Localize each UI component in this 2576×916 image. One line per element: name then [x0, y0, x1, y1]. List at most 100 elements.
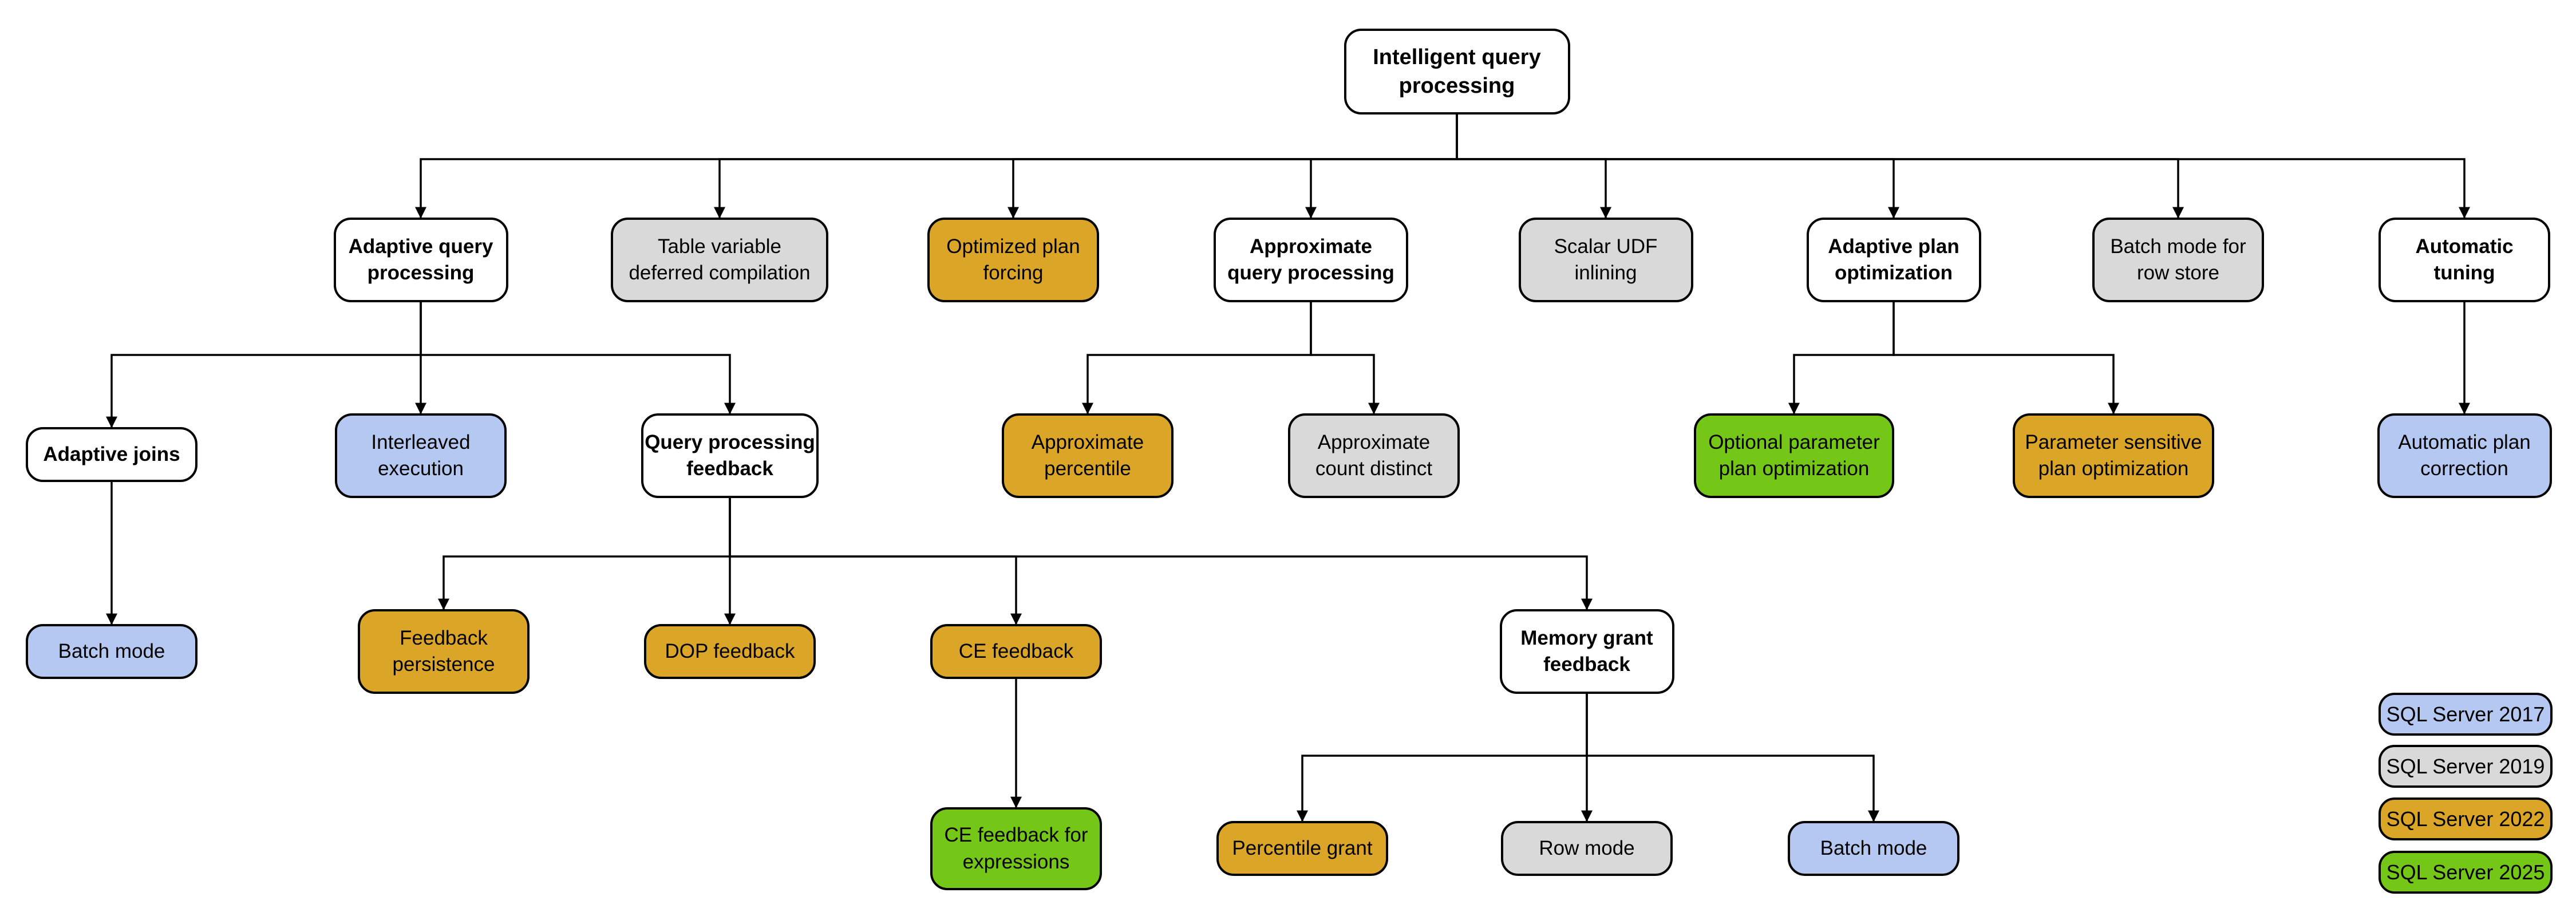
connector-query-processing-feedback-to-feedback-persistence: [438, 498, 731, 610]
node-label-line: Query processing: [645, 431, 815, 453]
node-label-line: processing: [1398, 74, 1515, 98]
legend-label: SQL Server 2025: [2386, 860, 2545, 884]
legend-label: SQL Server 2017: [2386, 702, 2545, 726]
node-interleaved-execution: Interleaved execution: [335, 413, 507, 498]
legend-sql-server-2022: SQL Server 2022: [2379, 797, 2553, 840]
node-optional-parameter-plan-optimization: Optional parameter plan optimization: [1694, 413, 1894, 498]
connector-intelligent-query-processing-to-batch-mode-for-row-store: [1456, 114, 2184, 219]
node-label-line: Interleaved: [371, 431, 471, 453]
node-label-line: optimization: [1834, 262, 1953, 284]
connector-memory-grant-feedback-to-batch-mode-memory-grant: [1586, 694, 1879, 822]
node-label-line: deferred compilation: [629, 262, 811, 284]
node-label-line: row store: [2137, 262, 2219, 284]
node-label-line: Batch mode for: [2110, 235, 2246, 258]
node-label-line: Row mode: [1539, 836, 1635, 859]
node-automatic-tuning: Automatic tuning: [2379, 218, 2550, 302]
node-approximate-count-distinct: Approximate count distinct: [1288, 413, 1460, 498]
node-ce-feedback: CE feedback: [930, 624, 1102, 679]
node-label-line: inlining: [1574, 262, 1637, 284]
node-label-line: execution: [378, 457, 464, 480]
connector-approximate-query-processing-to-approximate-count-distinct: [1310, 302, 1380, 414]
node-adaptive-joins: Adaptive joins: [26, 427, 197, 482]
node-label-line: Automatic plan: [2398, 431, 2531, 453]
node-label-line: forcing: [983, 262, 1044, 284]
node-intelligent-query-processing: Intelligent query processing: [1344, 29, 1570, 114]
connector-query-processing-feedback-to-ce-feedback: [729, 498, 1022, 625]
node-label-line: Parameter sensitive: [2025, 431, 2202, 453]
connector-intelligent-query-processing-to-scalar-udf-inlining: [1456, 114, 1611, 219]
node-label-line: Optional parameter: [1708, 431, 1880, 453]
node-batch-mode-adaptive-joins: Batch mode: [26, 624, 197, 679]
node-label-line: Automatic: [2415, 235, 2514, 258]
connector-memory-grant-feedback-to-percentile-grant: [1297, 694, 1588, 822]
node-percentile-grant: Percentile grant: [1216, 821, 1388, 876]
node-automatic-plan-correction: Automatic plan correction: [2377, 413, 2552, 498]
node-batch-mode-memory-grant: Batch mode: [1788, 821, 1959, 876]
node-approximate-query-processing: Approximate query processing: [1214, 218, 1408, 302]
connector-intelligent-query-processing-to-table-variable-deferred-compilation: [714, 114, 1458, 219]
legend-sql-server-2017: SQL Server 2017: [2379, 693, 2553, 736]
node-label-line: Adaptive plan: [1828, 235, 1959, 258]
node-label-line: Optimized plan: [946, 235, 1080, 258]
node-label-line: Adaptive joins: [43, 443, 180, 465]
connector-intelligent-query-processing-to-optimized-plan-forcing: [1008, 114, 1458, 219]
node-label-line: Feedback: [400, 626, 488, 649]
connector-adaptive-plan-optimization-to-optional-parameter-plan-optimization: [1788, 302, 1895, 414]
node-table-variable-deferred-compilation: Table variable deferred compilation: [611, 218, 828, 302]
node-optimized-plan-forcing: Optimized plan forcing: [927, 218, 1099, 302]
connector-approximate-query-processing-to-approximate-percentile: [1082, 302, 1312, 414]
node-dop-feedback: DOP feedback: [644, 624, 816, 679]
node-memory-grant-feedback: Memory grant feedback: [1499, 609, 1674, 694]
node-label-line: Table variable: [658, 235, 781, 258]
node-batch-mode-for-row-store: Batch mode for row store: [2092, 218, 2264, 302]
node-label-line: count distinct: [1315, 457, 1433, 480]
node-parameter-sensitive-plan-optimization: Parameter sensitive plan optimization: [2013, 413, 2214, 498]
node-label-line: Approximate: [1250, 235, 1372, 258]
legend-label: SQL Server 2019: [2386, 754, 2545, 778]
node-scalar-udf-inlining: Scalar UDF inlining: [1518, 218, 1693, 302]
legend-label: SQL Server 2022: [2386, 807, 2545, 831]
node-label-line: Scalar UDF: [1554, 235, 1658, 258]
node-label-line: plan optimization: [1718, 457, 1870, 480]
connector-intelligent-query-processing-to-adaptive-query-processing: [415, 114, 1458, 219]
node-label-line: feedback: [1543, 653, 1630, 676]
node-label-line: persistence: [392, 653, 495, 676]
node-label-line: processing: [367, 262, 475, 284]
legend-sql-server-2025: SQL Server 2025: [2379, 851, 2553, 894]
node-label-line: tuning: [2433, 262, 2495, 284]
node-approximate-percentile: Approximate percentile: [1002, 413, 1174, 498]
node-label-line: expressions: [962, 850, 1070, 873]
legend-sql-server-2019: SQL Server 2019: [2379, 745, 2553, 788]
node-ce-feedback-for-expressions: CE feedback for expressions: [930, 807, 1102, 890]
connector-adaptive-query-processing-to-adaptive-joins: [106, 302, 422, 428]
connector-edges: [106, 114, 2470, 822]
node-label-line: Percentile grant: [1232, 836, 1373, 859]
node-adaptive-plan-optimization: Adaptive plan optimization: [1806, 218, 1981, 302]
connector-adaptive-plan-optimization-to-parameter-sensitive-plan-optimization: [1893, 302, 2119, 414]
node-label-line: Batch mode: [58, 639, 165, 662]
node-label-line: feedback: [686, 457, 773, 480]
node-label-line: Batch mode: [1820, 836, 1927, 859]
node-label-line: CE feedback for: [944, 824, 1088, 847]
node-label-line: DOP feedback: [665, 639, 795, 662]
node-label-line: Approximate: [1317, 431, 1431, 453]
node-label-line: plan optimization: [2038, 457, 2189, 480]
node-label-line: Memory grant: [1520, 626, 1653, 649]
connector-adaptive-query-processing-to-query-processing-feedback: [420, 302, 736, 414]
node-label-line: query processing: [1227, 262, 1394, 284]
connector-query-processing-feedback-to-memory-grant-feedback: [729, 498, 1593, 610]
node-label-line: CE feedback: [958, 639, 1074, 662]
connector-intelligent-query-processing-to-automatic-tuning: [1456, 114, 2470, 219]
node-label-line: correction: [2420, 457, 2508, 480]
node-row-mode: Row mode: [1501, 821, 1673, 876]
node-label-line: percentile: [1044, 457, 1131, 480]
node-query-processing-feedback: Query processing feedback: [641, 413, 819, 498]
connector-intelligent-query-processing-to-adaptive-plan-optimization: [1456, 114, 1899, 219]
node-label-line: Intelligent query: [1373, 45, 1541, 69]
node-label-line: Approximate: [1031, 431, 1144, 453]
connector-intelligent-query-processing-to-approximate-query-processing: [1305, 114, 1458, 219]
node-feedback-persistence: Feedback persistence: [358, 609, 530, 694]
